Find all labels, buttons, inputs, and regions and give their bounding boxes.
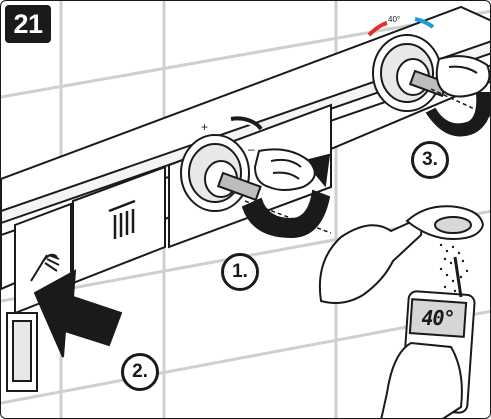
svg-text:+: +	[201, 120, 208, 134]
thermometer-icon	[381, 257, 475, 419]
callout-step-1: 1.	[221, 253, 259, 291]
hand-right-knob	[437, 56, 490, 96]
mixer-side-cap	[7, 313, 37, 391]
thermometer-reading: 40°	[414, 304, 462, 332]
water-spray	[440, 244, 468, 292]
thermostat-temp-mark: 40°	[388, 15, 400, 24]
callout-step-2: 2.	[121, 353, 159, 391]
svg-text:–: –	[248, 142, 255, 156]
callout-step-3: 3.	[411, 141, 449, 179]
step-number-badge: 21	[5, 5, 51, 43]
